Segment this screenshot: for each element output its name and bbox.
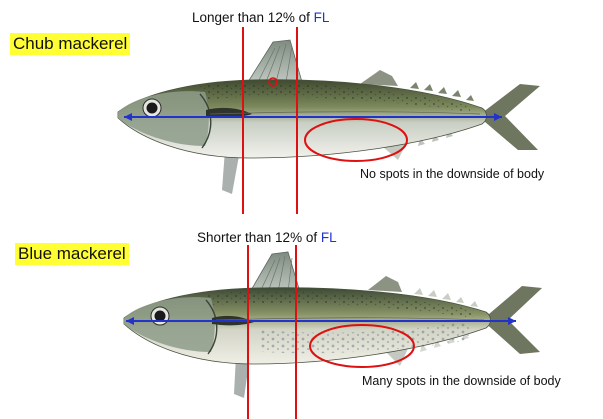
chub-caption-text: Longer than 12% of — [192, 10, 310, 25]
chub-spot-note: No spots in the downside of body — [360, 167, 544, 182]
blue-spot-note: Many spots in the downside of body — [362, 374, 561, 389]
chub-ratio-caption: Longer than 12% of FL — [192, 10, 329, 26]
chub-mackerel-label: Chub mackerel — [10, 33, 130, 55]
blue-mackerel-label: Blue mackerel — [15, 243, 129, 265]
chub-caption-fl: FL — [314, 10, 330, 25]
chub-first-dorsal-fin — [248, 40, 302, 82]
blue-caption-fl: FL — [321, 230, 337, 245]
chub-second-dorsal-fin — [360, 70, 398, 86]
blue-ratio-caption: Shorter than 12% of FL — [197, 230, 337, 246]
blue-caption-text: Shorter than 12% of — [197, 230, 317, 245]
blue-head — [124, 297, 215, 352]
blue-second-dorsal-fin — [368, 276, 402, 292]
